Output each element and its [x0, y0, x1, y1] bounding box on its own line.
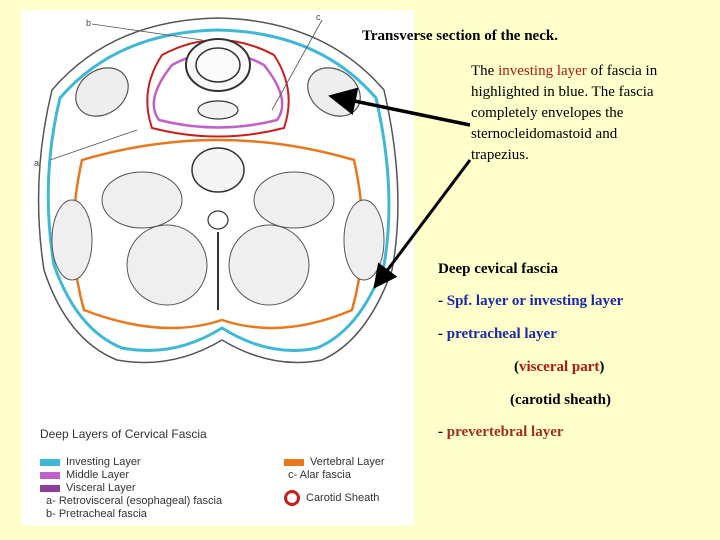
legend-visceral: Visceral Layer [40, 482, 136, 494]
legend-middle: Middle Layer [40, 469, 129, 481]
esophagus [197, 100, 239, 120]
visceral-line: (visceral part) [514, 359, 605, 375]
skin-outline [37, 17, 399, 364]
muscle-right [253, 171, 335, 229]
arrow-to-investing [328, 87, 471, 127]
label-c: c [316, 12, 321, 22]
pretracheal-line: - pretracheal layer [438, 326, 557, 342]
legend-carotid: Carotid Sheath [284, 490, 379, 506]
legend-retrovisceral: a- Retrovisceral (esophageal) fascia [46, 495, 223, 507]
slide-title: Transverse section of the neck. [362, 28, 558, 44]
spinal-cord [207, 210, 229, 230]
label-a: a [34, 158, 40, 168]
legend-pretracheal: b- Pretracheal fascia [46, 508, 147, 520]
trachea [185, 38, 251, 92]
investing-note-line4: sternocleidomastoid and [471, 126, 618, 142]
muscle-left [101, 171, 183, 229]
carotid-ring-icon [284, 490, 300, 506]
legend-swatch-vertebral [284, 458, 304, 466]
arrow-to-deep [373, 159, 472, 289]
legend-title: Deep Layers of Cervical Fascia [40, 427, 207, 441]
sternocleidomastoid-left [75, 67, 129, 117]
legend-swatch-middle [40, 471, 60, 479]
carotid-line: (carotid sheath) [510, 392, 611, 408]
legend-alar: c- Alar fascia [288, 469, 351, 481]
label-b: b [86, 18, 92, 28]
vertebral-layer-line [72, 138, 364, 330]
legend-investing: Investing Layer [40, 456, 141, 468]
deep-fascia-heading: Deep cevical fascia [438, 261, 558, 277]
spf-layer-line: - Spf. layer or investing layer [438, 293, 624, 309]
investing-note-line1: The investing layer of fascia in [471, 63, 658, 79]
legend-swatch-visceral [40, 484, 60, 492]
investing-note-line3: completely envelopes the [471, 105, 624, 121]
legend-vertebral: Vertebral Layer [284, 456, 385, 468]
legend-swatch-investing [40, 458, 60, 466]
investing-note-line5: trapezius. [471, 147, 529, 163]
investing-layer-line [46, 28, 391, 352]
prevertebral-line: - prevertebral layer [438, 424, 564, 440]
investing-note-line2: highlighted in blue. The fascia [471, 84, 654, 100]
vertebral-body [191, 147, 245, 193]
